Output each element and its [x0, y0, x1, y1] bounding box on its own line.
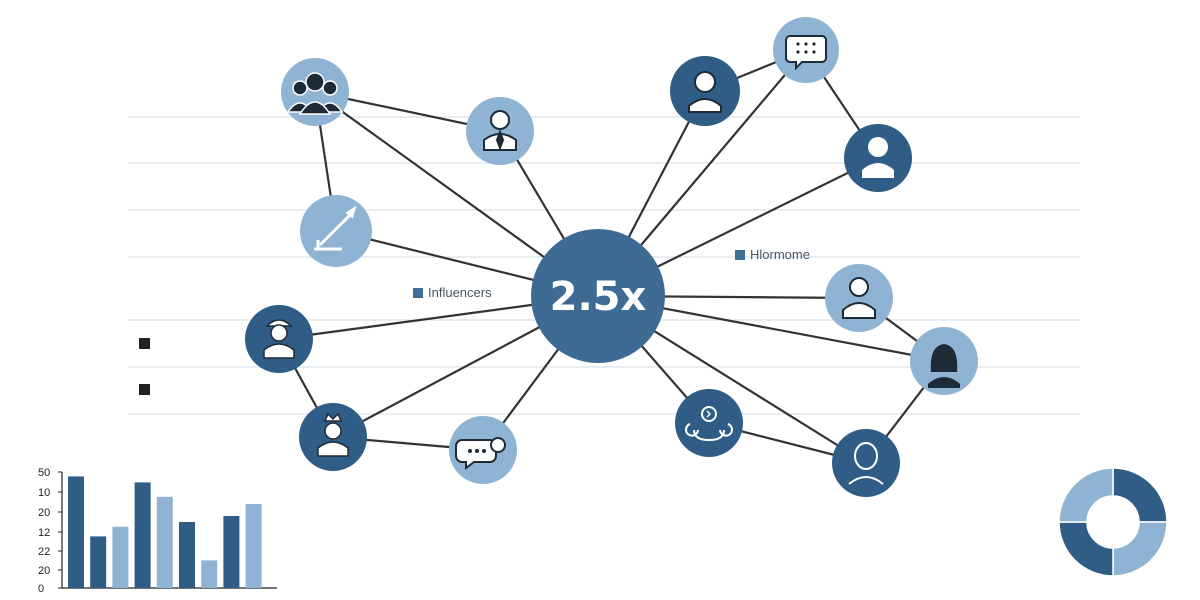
node-user-right [844, 124, 912, 192]
bar [179, 522, 195, 588]
left-marker-1 [139, 338, 150, 349]
y-tick-label: 20 [38, 507, 50, 519]
y-tick-label: 0 [38, 583, 44, 595]
donut-slice [1112, 521, 1168, 577]
bar [223, 516, 240, 588]
y-ticks: 50 10 20 12 22 20 0 [38, 467, 62, 595]
node-message [773, 17, 839, 83]
chat-bubble-icon [455, 437, 506, 470]
bars [68, 476, 262, 588]
donut-slice [1112, 467, 1168, 523]
bar [245, 504, 262, 588]
woman-icon [928, 344, 960, 388]
pen-icon [314, 205, 357, 251]
node-group [281, 58, 349, 126]
left-marker-2 [139, 384, 150, 395]
node-circle [832, 429, 900, 497]
y-tick-label: 20 [38, 565, 50, 577]
bar-chart: 50 10 20 12 22 20 0 [38, 467, 277, 595]
user-icon [862, 137, 894, 178]
group-people-icon [286, 72, 344, 115]
center-hub: 2.5x [531, 229, 665, 363]
node-network [675, 389, 743, 457]
node-circle [844, 124, 912, 192]
network-exchange-icon [685, 406, 733, 442]
nurse-icon [842, 277, 876, 319]
node-doctor [245, 305, 313, 373]
node-woman [910, 327, 978, 395]
legend-label: Hlormome [750, 247, 810, 262]
person-icon [688, 71, 722, 113]
face-outline-icon [848, 442, 884, 485]
y-tick-label: 12 [38, 527, 50, 539]
donut-slice [1058, 467, 1114, 523]
node-businessman [466, 97, 534, 165]
legend-hlormome: Hlormome [735, 247, 810, 262]
node-face [832, 429, 900, 497]
node-circle [281, 58, 349, 126]
bar [134, 482, 151, 588]
center-label: 2.5x [550, 274, 647, 320]
bar [68, 476, 84, 588]
bar [90, 536, 107, 588]
message-bubble-icon [785, 35, 827, 71]
node-circle [675, 389, 743, 457]
y-tick-label: 10 [38, 487, 50, 499]
legend-influencers: Influencers [413, 285, 492, 300]
node-nurse [825, 264, 893, 332]
node-circle [825, 264, 893, 332]
node-pen [300, 195, 372, 267]
donut-slice [1058, 521, 1114, 577]
legend-swatch [735, 250, 745, 260]
bar [112, 526, 129, 588]
node-person-dark-top [670, 56, 740, 126]
node-chat [449, 416, 517, 484]
doctor-icon [263, 319, 295, 359]
bar [156, 496, 173, 588]
nodes [245, 17, 978, 497]
donut-chart [1058, 467, 1168, 577]
businessman-icon [483, 110, 517, 151]
crowned-person-icon [317, 412, 349, 457]
y-tick-label: 22 [38, 546, 50, 558]
legend-label: Influencers [428, 285, 492, 300]
legend-swatch [413, 288, 423, 298]
node-king [299, 403, 367, 471]
y-tick-label: 50 [38, 467, 50, 479]
bar [201, 560, 218, 588]
